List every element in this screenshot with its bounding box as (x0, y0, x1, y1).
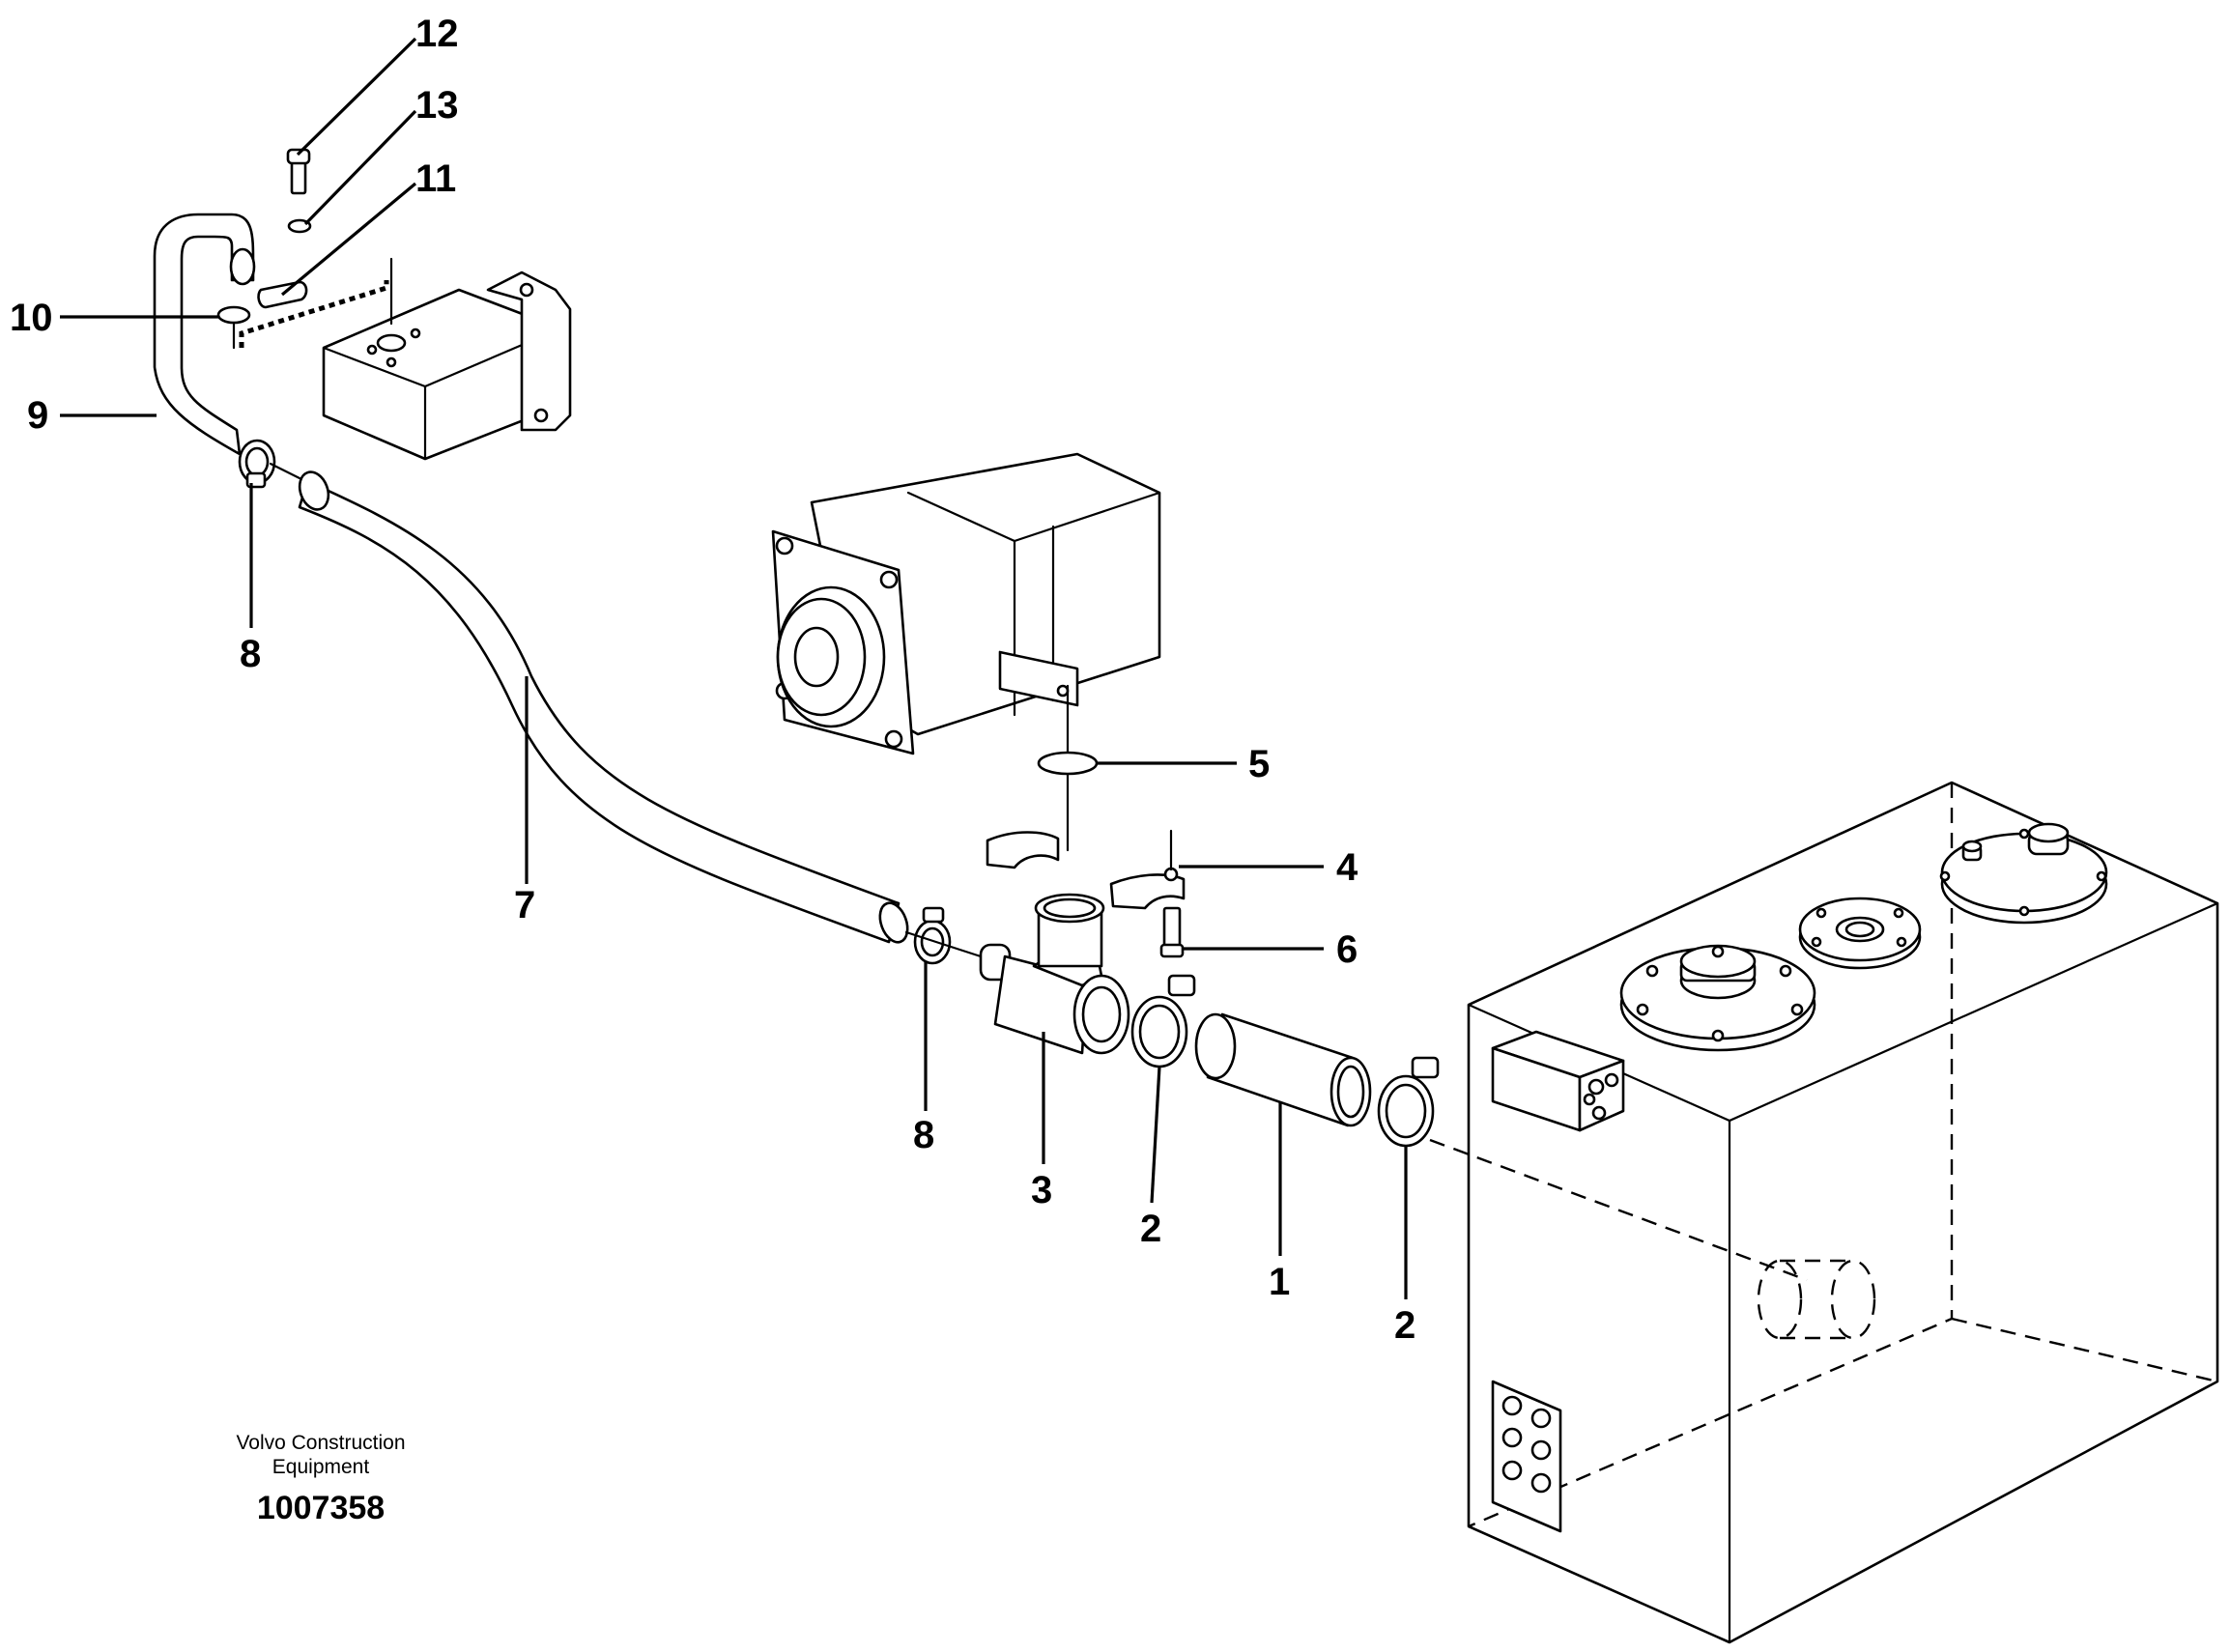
callout-8-lower: 8 (913, 1114, 934, 1156)
callout-3: 3 (1031, 1169, 1052, 1211)
leader-lines (60, 37, 1408, 1299)
brand-line-1: Volvo Construction (236, 1432, 405, 1454)
o-ring-10 (216, 305, 251, 325)
hose-clamp-2-first (1130, 974, 1196, 1068)
callout-6: 6 (1336, 928, 1358, 971)
callout-7: 7 (514, 884, 535, 926)
tank-cover-small (1798, 897, 1922, 970)
screw-6 (1159, 906, 1185, 958)
hose-1 (1194, 1012, 1372, 1127)
hose-clamp-8-lower (913, 906, 952, 965)
callout-12: 12 (415, 13, 459, 55)
flange-half-4 (1109, 873, 1186, 910)
tank-filler-cap (1939, 822, 2108, 925)
callout-4: 4 (1336, 846, 1358, 889)
brand-line-2: Equipment (272, 1456, 370, 1478)
tee-fitting-3 (979, 893, 1130, 1055)
tank-valve-block (1491, 1030, 1625, 1132)
drawing-number: 1007358 (257, 1490, 385, 1526)
tank-cover-large (1619, 944, 1816, 1052)
callout-1: 1 (1269, 1261, 1290, 1303)
hose-7 (298, 470, 909, 944)
o-ring-5 (1037, 751, 1099, 776)
callout-2-second: 2 (1394, 1304, 1415, 1347)
callout-9: 9 (27, 394, 48, 437)
hose-clamp-8-upper (238, 439, 276, 489)
callout-5: 5 (1248, 743, 1270, 785)
tank-internal-fitting (1757, 1259, 1876, 1340)
callout-10: 10 (10, 297, 53, 339)
callout-2-first: 2 (1140, 1208, 1161, 1250)
hydraulic-tank (1429, 781, 2219, 1644)
callout-11: 11 (415, 157, 456, 200)
callout-13: 13 (415, 84, 459, 127)
tank-port-panel (1491, 1380, 1562, 1533)
footer: Volvo Construction Equipment 1007358 (236, 1432, 405, 1526)
callouts: 12 13 11 10 9 8 7 5 4 6 8 3 2 1 2 (10, 13, 1415, 1347)
valve-block (239, 257, 572, 461)
hose-9 (153, 213, 256, 456)
hose-clamp-2-second (1377, 1056, 1440, 1148)
flange-half (986, 831, 1060, 869)
callout-8-upper: 8 (240, 633, 261, 675)
screw-12 (286, 148, 311, 195)
pump-motor (771, 452, 1161, 852)
